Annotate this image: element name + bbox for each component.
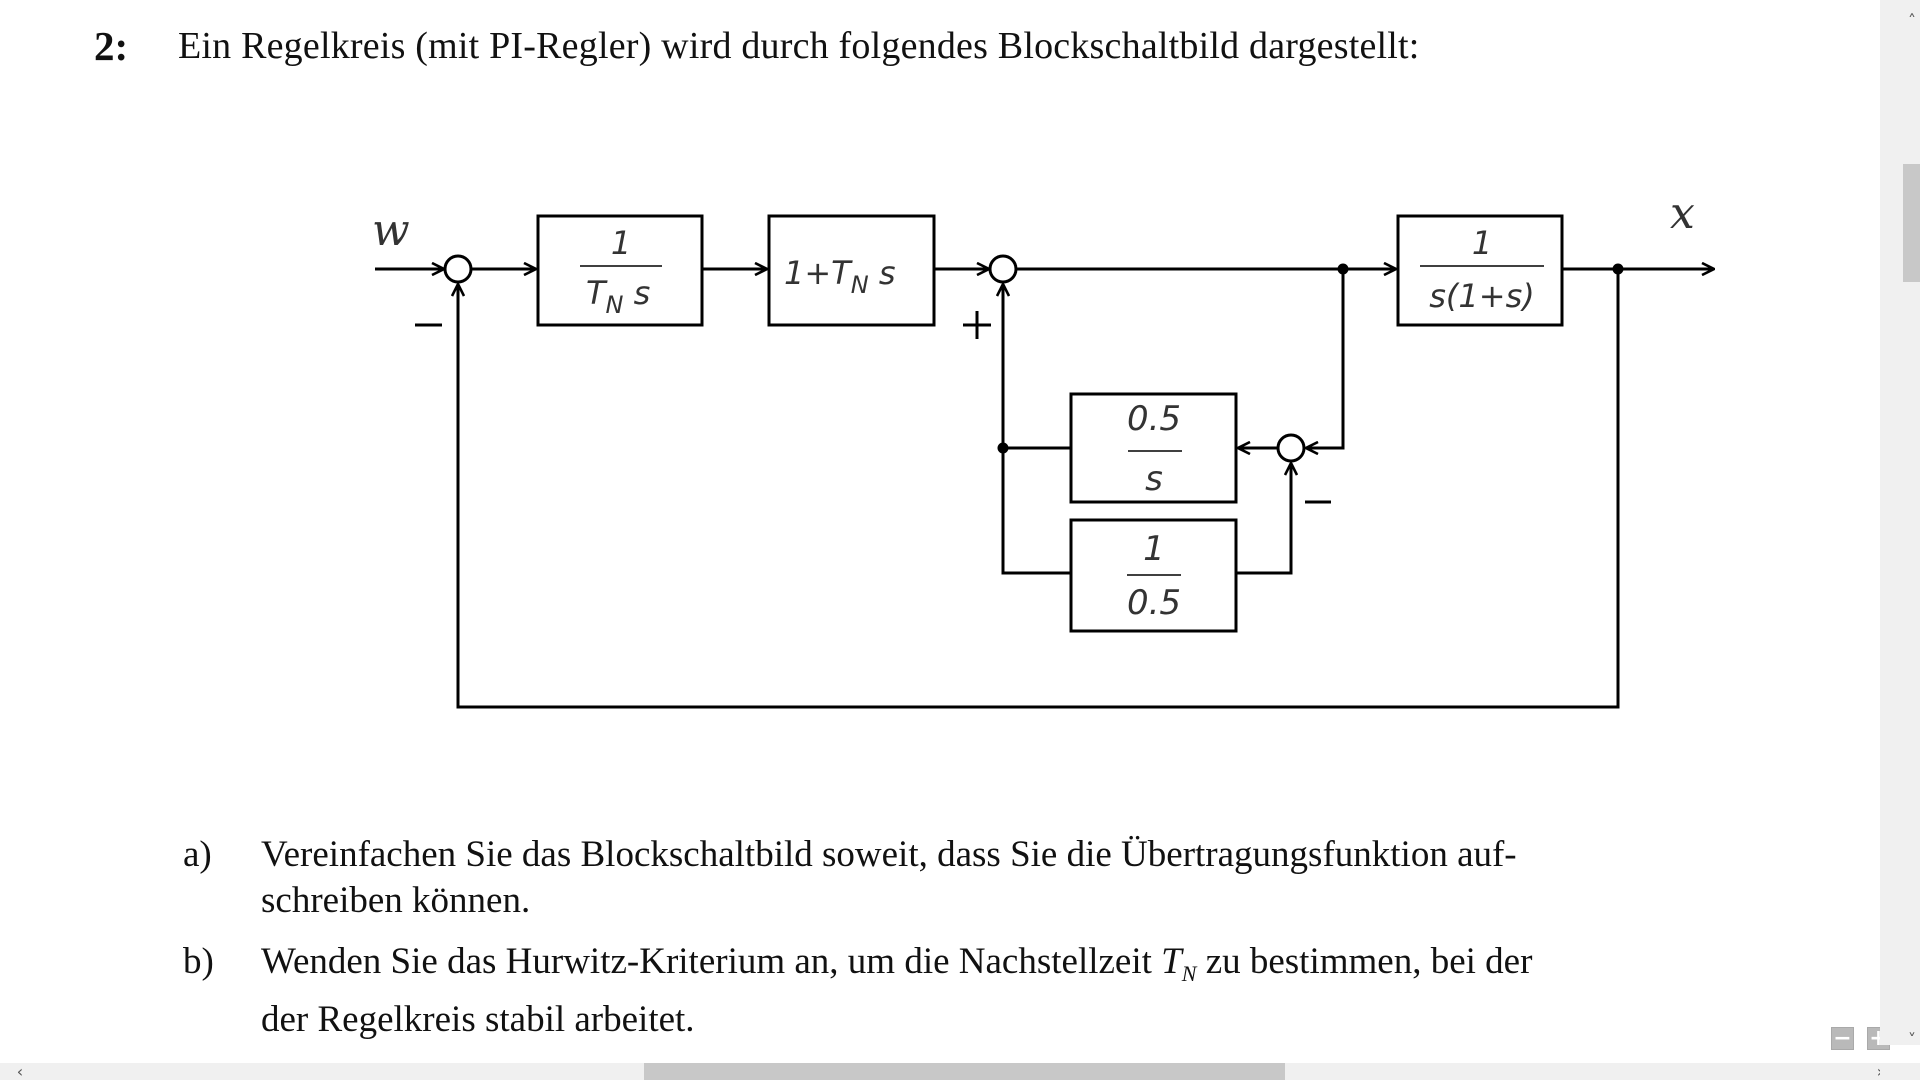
subtask-a-line2: schreiben können. [261, 880, 531, 921]
summing-junction-inner [988, 254, 1018, 284]
block-plant-numerator: 1 [1472, 224, 1492, 262]
summing-junction-main [443, 254, 473, 284]
subtask-b-line2: der Regelkreis stabil arbeitet. [261, 999, 695, 1040]
scrollbar-corner [1880, 1063, 1920, 1080]
vertical-scroll-thumb[interactable] [1903, 164, 1920, 282]
signal-line [1001, 448, 1071, 575]
horizontal-scroll-thumb[interactable] [644, 1063, 1285, 1080]
main-feedback-path [458, 269, 1620, 709]
block-inner-lower-denominator: 0.5 [1127, 583, 1181, 623]
block-inner-upper-numerator: 0.5 [1127, 399, 1181, 439]
output-label: x [1670, 188, 1695, 239]
scroll-down-arrow-icon[interactable]: ˅ [1908, 1030, 1916, 1049]
block-inner-lower-numerator: 1 [1143, 529, 1165, 569]
subtask-a-text: Vereinfachen Sie das Blockschaltbild sow… [261, 832, 1693, 924]
subtask-b-line1: Wenden Sie das Hurwitz-Kriterium an, um … [261, 939, 1693, 997]
subtask-a-marker: a) [183, 834, 212, 875]
inner-branch-path [1306, 269, 1345, 448]
branch-point [1612, 263, 1624, 275]
subtask-b-line1-pre: Wenden Sie das Hurwitz-Kriterium an, um … [261, 941, 1162, 982]
var-sub: N [606, 291, 624, 319]
summing-junction-feedback [1276, 433, 1306, 463]
pd-sub: N [851, 271, 869, 299]
pd-tail: s [869, 254, 896, 292]
vertical-scrollbar[interactable]: ˄ ˅ [1880, 0, 1920, 1049]
task-intro: Ein Regelkreis (mit PI-Regler) wird durc… [178, 25, 1420, 67]
task-number: 2: [94, 23, 129, 69]
block-integrator-denominator: TN s [586, 274, 650, 319]
pd-main: 1+T [784, 254, 853, 292]
input-label: w [372, 205, 410, 256]
horizontal-scrollbar[interactable]: ‹ › [0, 1062, 1883, 1081]
branch-point [997, 442, 1009, 454]
signal-line [1236, 463, 1291, 575]
var-tn-main: T [1161, 941, 1182, 982]
block-inner-lower [1069, 518, 1238, 633]
block-integrator-numerator: 1 [611, 224, 631, 262]
subtask-a-line1: Vereinfachen Sie das Blockschaltbild sow… [261, 834, 1517, 875]
block-diagram: w x 1 TN s 1+TN s 1 s(1+s) 0.5 s 1 0.5 [372, 188, 1900, 709]
var-tn-sub: N [1181, 961, 1197, 986]
block-pd-label: 1+TN s [784, 254, 896, 299]
zoom-out-button[interactable]: − [1831, 1027, 1854, 1050]
var-tail: s [624, 274, 651, 312]
scroll-up-arrow-icon[interactable]: ˄ [1908, 11, 1916, 30]
block-inner-upper-denominator: s [1145, 459, 1163, 499]
subtask-b-text: Wenden Sie das Hurwitz-Kriterium an, um … [261, 939, 1693, 1043]
var-main: T [586, 274, 608, 312]
var-tn: TN [1161, 941, 1196, 986]
block-plant-denominator: s(1+s) [1429, 277, 1534, 315]
subtask-b-line1-post: zu bestimmen, bei der [1196, 941, 1533, 982]
branch-point [1337, 263, 1349, 275]
subtask-b-marker: b) [183, 941, 214, 982]
scroll-left-arrow-icon[interactable]: ‹ [16, 1062, 24, 1081]
document-page: 2: Ein Regelkreis (mit PI-Regler) wird d… [94, 23, 1900, 1050]
